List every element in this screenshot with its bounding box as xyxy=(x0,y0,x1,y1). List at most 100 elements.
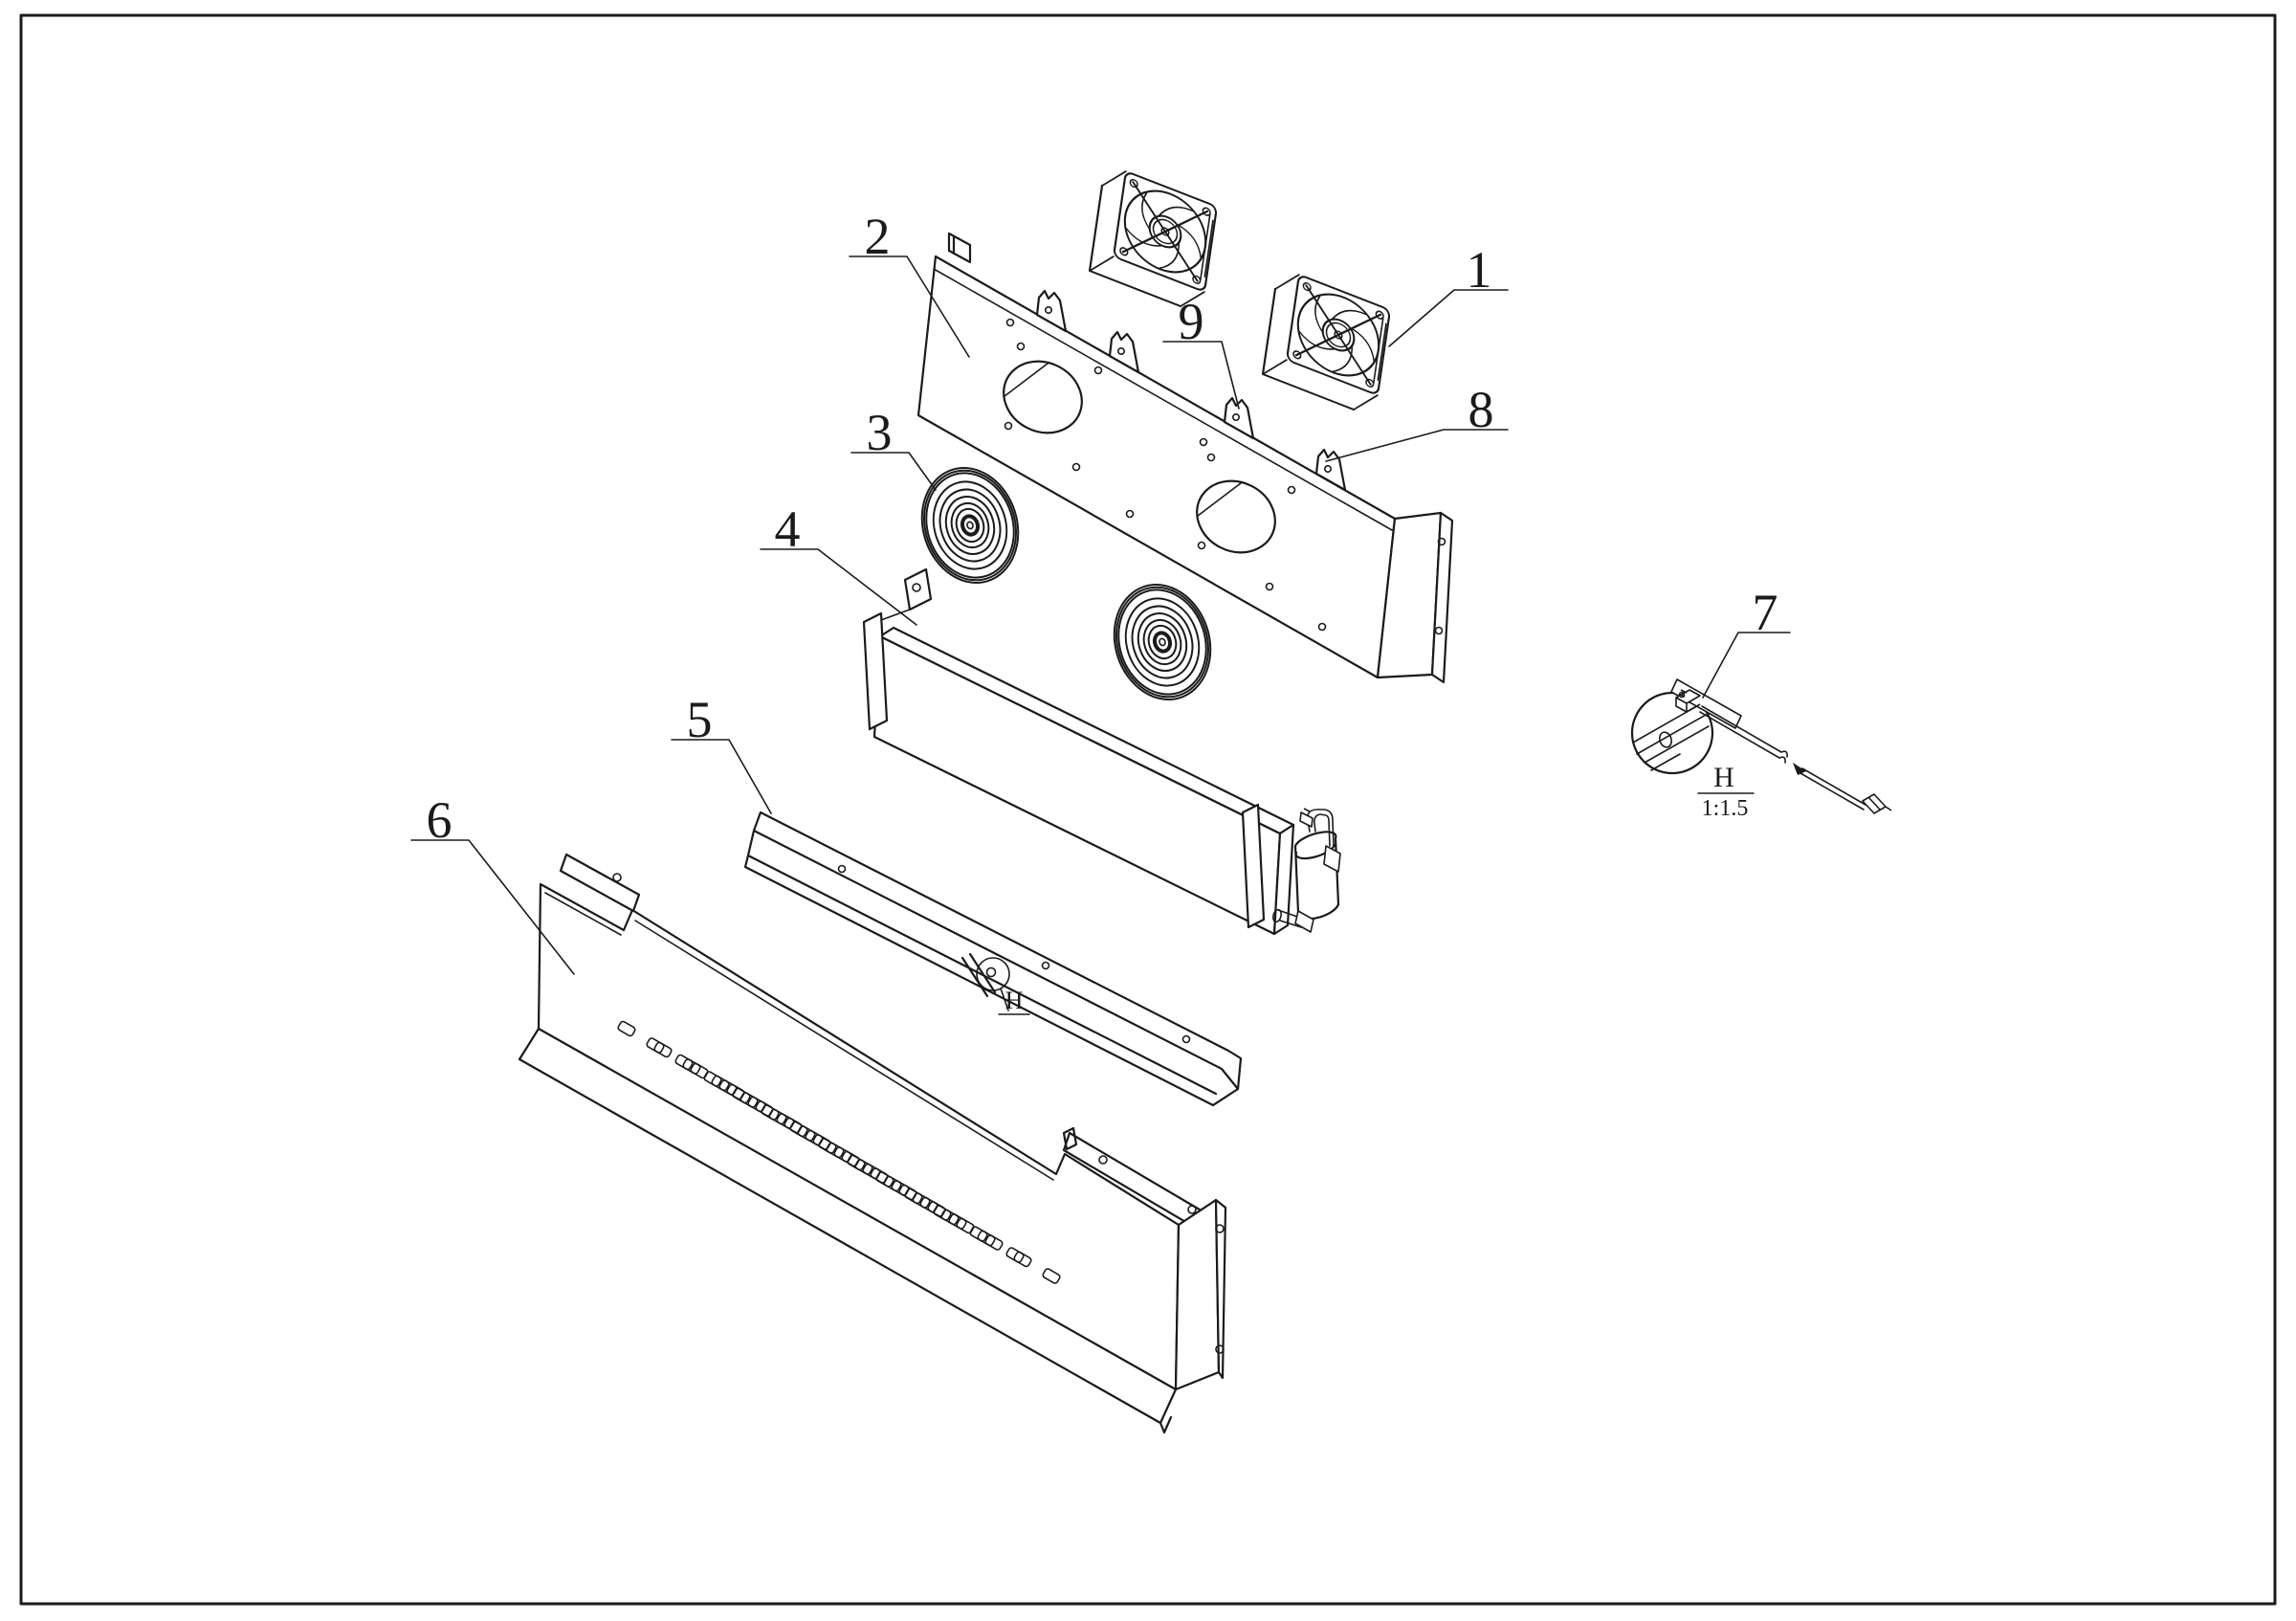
cable-connector xyxy=(1862,793,1892,814)
guard-ring xyxy=(1137,612,1188,672)
fan-corner-hole xyxy=(1129,178,1138,189)
callout-label: 3 xyxy=(867,404,893,461)
marker-extras: H xyxy=(998,987,1030,1015)
callout-leader xyxy=(1702,632,1791,699)
louvered-cover xyxy=(518,853,1227,1434)
louver-slot xyxy=(784,1117,803,1134)
coil-left-plate xyxy=(862,611,889,731)
fan-hub-ring xyxy=(1325,322,1352,348)
louver-slot xyxy=(977,1230,996,1247)
fan-corner-hole xyxy=(1365,378,1375,389)
panel-mount-hole xyxy=(1199,437,1208,447)
callout-label: 8 xyxy=(1468,381,1494,438)
panel-mount-hole xyxy=(1317,622,1327,632)
cover-side-wall xyxy=(1174,1198,1221,1391)
panel-mount-hole xyxy=(1437,537,1446,546)
callout-label: 9 xyxy=(1179,293,1204,350)
guard-ring xyxy=(1117,588,1207,696)
louver-slot xyxy=(711,1075,730,1092)
rail-hole xyxy=(1041,961,1050,970)
louver-slot xyxy=(891,1180,910,1196)
panel-mount-hole xyxy=(1071,462,1081,472)
callout-label: 6 xyxy=(427,791,453,849)
louver-slot xyxy=(812,1134,831,1150)
fan-hub-ring xyxy=(1152,218,1179,245)
detail-extras-front: H1:1.5 xyxy=(1678,691,1806,821)
fan-corner-hole xyxy=(1119,247,1129,256)
fan-guard-struts xyxy=(1121,181,1209,282)
detail-extras-back xyxy=(1658,731,1673,748)
detail-view-h: H1:1.5 xyxy=(1630,678,1892,821)
louver-slot xyxy=(870,1167,889,1184)
guard-ring xyxy=(1131,605,1194,679)
louver-slot xyxy=(617,1020,636,1037)
louver-slot xyxy=(682,1058,701,1075)
callout-2: 2 xyxy=(849,208,970,358)
panel-mount-hole xyxy=(1287,485,1296,495)
louver-slot xyxy=(674,1054,694,1071)
callout-label: 2 xyxy=(865,208,891,265)
callout-6: 6 xyxy=(410,791,575,975)
rail-profile xyxy=(743,810,1243,1107)
callout-label: 5 xyxy=(687,691,713,748)
detail-circle xyxy=(1630,691,1714,775)
panel-mount-hole xyxy=(1197,541,1206,550)
callout-5: 5 xyxy=(671,691,772,814)
panel-side-flange xyxy=(1430,511,1454,684)
louver-slot xyxy=(1042,1268,1061,1284)
fan-corner-hole xyxy=(1202,207,1211,216)
pipe-fitting xyxy=(1323,845,1341,873)
guard-ring xyxy=(925,472,1015,579)
small-ellipse xyxy=(1658,731,1673,748)
panel-extras xyxy=(1003,289,1446,635)
louver-slot xyxy=(646,1037,665,1054)
fan-shaft-hole xyxy=(1160,227,1170,236)
spiral-fan-guard-2 xyxy=(1113,584,1212,700)
tab-hole xyxy=(1232,412,1241,421)
louver-slot xyxy=(927,1201,946,1217)
coil-tab-link xyxy=(880,609,911,621)
guard-ring xyxy=(932,480,1008,570)
panel-mount-hole xyxy=(1434,626,1444,635)
callout-label: 1 xyxy=(1467,241,1492,299)
callout-label: 7 xyxy=(1753,584,1778,641)
louver-slot xyxy=(718,1079,738,1096)
louver-slot xyxy=(919,1196,938,1213)
fan-guard-struts xyxy=(1294,284,1382,386)
cover-face xyxy=(537,882,1181,1391)
rail-extras xyxy=(837,864,1191,1044)
coil-extras xyxy=(912,583,1283,923)
sheet-border xyxy=(19,13,2277,1606)
guard-ring xyxy=(950,501,990,549)
fan-corner-hole xyxy=(1302,281,1312,292)
callout-3: 3 xyxy=(850,404,937,491)
coil-right-plate xyxy=(1241,803,1266,929)
fan-side-ribs xyxy=(1373,317,1387,384)
louver-slot xyxy=(984,1234,1004,1251)
fan-corner-hole xyxy=(1375,310,1384,320)
detail-scale: 1:1.5 xyxy=(1702,796,1749,821)
cable-arrowhead xyxy=(1793,763,1806,775)
guard-ring xyxy=(1147,624,1178,660)
detail-rail-lines xyxy=(1632,702,1710,771)
panel-mount-hole xyxy=(1093,366,1103,375)
tab-hole xyxy=(1324,464,1333,473)
coil-tab-hole xyxy=(912,583,921,592)
detail-marker-h: H xyxy=(976,957,1030,1015)
axial-fan-1 xyxy=(1088,170,1218,308)
guard-hub-ring xyxy=(960,514,981,537)
fans xyxy=(1088,170,1391,411)
panel-mount-hole xyxy=(1004,421,1013,431)
cover-hole xyxy=(612,873,622,882)
sensor-cable xyxy=(1699,705,1866,810)
marker-circle-leader xyxy=(976,957,1010,1011)
callout-leader xyxy=(760,548,917,626)
guard-ring xyxy=(1142,618,1182,666)
louver-slot xyxy=(956,1217,975,1234)
louver-slot xyxy=(841,1150,860,1167)
sensor-body xyxy=(1675,689,1701,713)
guard-ring xyxy=(955,507,985,544)
panel-mount-hole xyxy=(1005,318,1015,327)
